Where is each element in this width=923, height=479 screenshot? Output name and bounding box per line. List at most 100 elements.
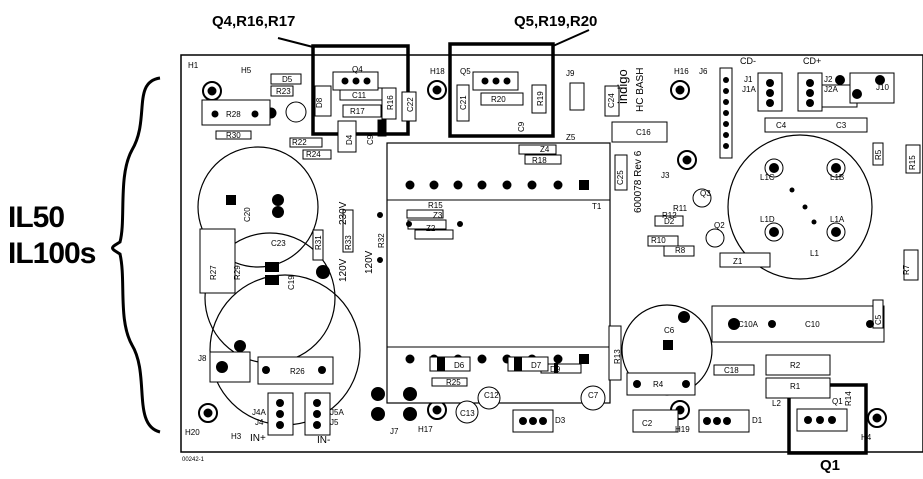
svg-text:Z5: Z5 — [566, 133, 576, 142]
capacitor-pads — [226, 163, 841, 350]
svg-text:R8: R8 — [675, 246, 686, 255]
svg-text:C7: C7 — [588, 391, 599, 400]
svg-text:R32: R32 — [377, 233, 386, 248]
svg-text:Q3: Q3 — [700, 189, 711, 198]
svg-text:R28: R28 — [226, 110, 241, 119]
svg-text:R19: R19 — [536, 91, 545, 106]
svg-text:R5: R5 — [874, 149, 883, 160]
transistor-pins — [341, 77, 836, 425]
svg-text:H16: H16 — [674, 67, 689, 76]
svg-text:R27: R27 — [209, 265, 218, 280]
svg-text:R14: R14 — [844, 391, 853, 406]
svg-text:D3: D3 — [555, 416, 566, 425]
svg-text:R29: R29 — [233, 265, 242, 280]
svg-text:D8: D8 — [315, 97, 324, 108]
svg-text:R16: R16 — [386, 95, 395, 110]
callout-leader-mid — [552, 29, 590, 47]
svg-text:R7: R7 — [902, 264, 911, 275]
svg-text:R12: R12 — [662, 211, 677, 220]
svg-text:C20: C20 — [243, 207, 252, 222]
svg-text:H5: H5 — [241, 66, 252, 75]
svg-text:D9: D9 — [550, 365, 561, 374]
svg-text:J10: J10 — [876, 83, 889, 92]
svg-text:H18: H18 — [430, 67, 445, 76]
svg-text:R26: R26 — [290, 367, 305, 376]
small-capacitors — [285, 101, 725, 424]
svg-text:L2: L2 — [772, 399, 781, 408]
svg-text:C4: C4 — [776, 121, 787, 130]
svg-text:R11: R11 — [673, 204, 688, 213]
svg-text:J3: J3 — [661, 171, 670, 180]
svg-text:Q4: Q4 — [352, 65, 363, 74]
svg-text:J5: J5 — [330, 418, 339, 427]
svg-text:R18: R18 — [532, 156, 547, 165]
svg-text:J7: J7 — [390, 427, 399, 436]
svg-text:C12: C12 — [484, 391, 499, 400]
svg-text:C16: C16 — [636, 128, 651, 137]
model-label-1: IL50 — [8, 201, 64, 234]
svg-text:J5A: J5A — [330, 408, 344, 417]
svg-text:R2: R2 — [790, 361, 801, 370]
svg-text:R15: R15 — [908, 155, 917, 170]
part-number: 600078 Rev 6 — [633, 150, 644, 213]
svg-text:C24: C24 — [607, 93, 616, 108]
svg-text:C10A: C10A — [738, 320, 759, 329]
diodes-d6-d7 — [429, 356, 558, 373]
svg-text:R31: R31 — [314, 235, 323, 250]
svg-text:J9: J9 — [566, 69, 575, 78]
svg-text:D1: D1 — [752, 416, 763, 425]
side-brace — [111, 76, 161, 434]
connector-strip-j6 — [723, 77, 729, 149]
svg-text:J1: J1 — [744, 75, 753, 84]
svg-text:C6: C6 — [664, 326, 675, 335]
svg-text:C3: C3 — [836, 121, 847, 130]
in-plus-label: IN+ — [250, 433, 266, 444]
svg-text:R15: R15 — [428, 201, 443, 210]
svg-text:D6: D6 — [454, 361, 465, 370]
svg-text:H1: H1 — [188, 61, 199, 70]
svg-text:H3: H3 — [231, 432, 242, 441]
svg-text:Z3: Z3 — [433, 211, 443, 220]
highlight-q4 — [311, 44, 410, 136]
highlight-q5 — [448, 42, 555, 138]
inductor-pad-rings — [764, 158, 846, 242]
svg-text:L1C: L1C — [760, 173, 775, 182]
callout-q5-r19-r20: Q5,R19,R20 — [514, 13, 597, 30]
svg-text:Z4: Z4 — [540, 145, 550, 154]
svg-text:R20: R20 — [491, 95, 506, 104]
svg-text:T1: T1 — [592, 202, 602, 211]
svg-text:Q2: Q2 — [714, 221, 725, 230]
cd-plus-label: CD+ — [803, 56, 821, 66]
svg-text:C25: C25 — [616, 170, 625, 185]
svg-text:C10: C10 — [805, 320, 820, 329]
svg-text:R33: R33 — [344, 235, 353, 250]
svg-text:J2: J2 — [824, 75, 833, 84]
svg-text:J4A: J4A — [252, 408, 266, 417]
svg-text:C11: C11 — [352, 91, 367, 100]
voltage-120a: 120V — [364, 250, 375, 274]
svg-text:R22: R22 — [292, 138, 307, 147]
svg-text:Z2: Z2 — [426, 224, 436, 233]
svg-text:R10: R10 — [651, 236, 666, 245]
svg-text:J6: J6 — [699, 67, 708, 76]
svg-text:C13: C13 — [460, 409, 475, 418]
svg-text:R23: R23 — [276, 87, 291, 96]
svg-text:H19: H19 — [675, 425, 690, 434]
svg-text:L1B: L1B — [830, 173, 844, 182]
in-minus-label: IN- — [317, 435, 330, 446]
drawing-number: 00242-1 — [182, 457, 205, 463]
svg-text:C23: C23 — [271, 239, 286, 248]
svg-text:C5: C5 — [874, 314, 883, 325]
voltage-120b: 120V — [338, 258, 349, 282]
svg-text:R24: R24 — [306, 150, 321, 159]
callout-q4-r16-r17: Q4,R16,R17 — [212, 13, 295, 30]
svg-text:H17: H17 — [418, 425, 433, 434]
svg-text:C18: C18 — [724, 366, 739, 375]
svg-text:Z1: Z1 — [733, 257, 743, 266]
svg-text:H20: H20 — [185, 428, 200, 437]
svg-text:R17: R17 — [350, 107, 365, 116]
svg-text:Q1: Q1 — [832, 397, 843, 406]
svg-text:H4: H4 — [861, 433, 872, 442]
voltage-230: 230V — [338, 201, 349, 225]
